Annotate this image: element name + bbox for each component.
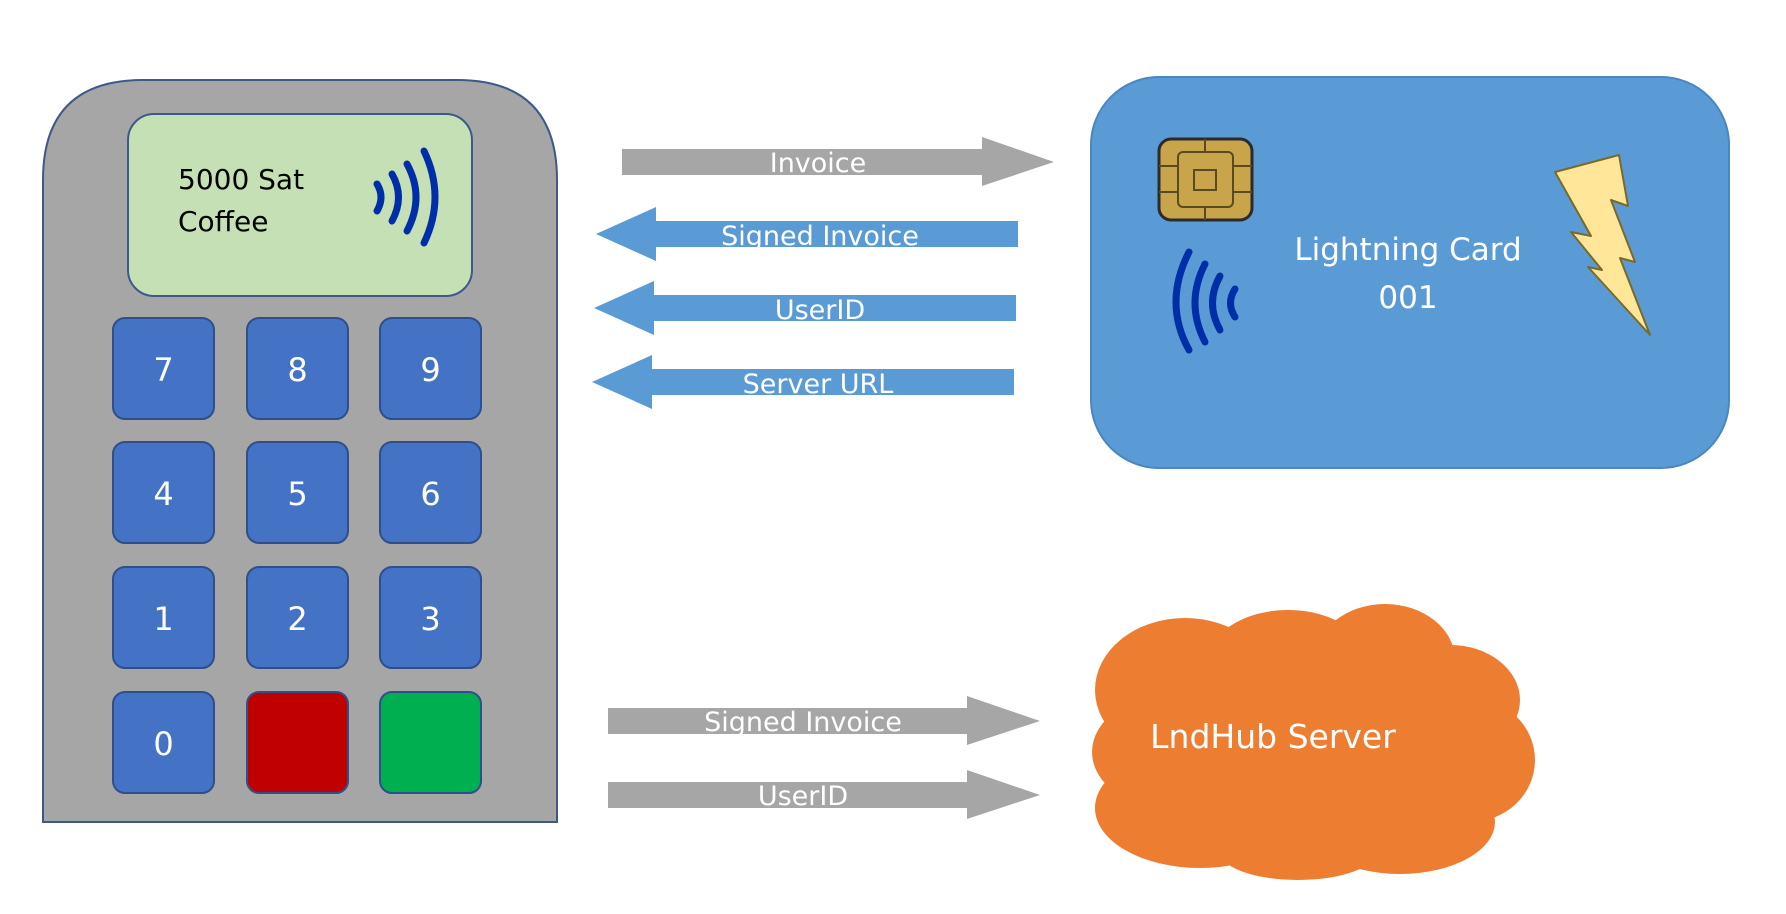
key-8-label: 8 — [287, 351, 307, 389]
arrow-invoice-label: Invoice — [770, 148, 867, 179]
key-9[interactable] — [379, 317, 482, 420]
payment-terminal: 5000 Sat Coffee 7 8 9 4 5 6 1 2 — [42, 79, 558, 823]
key-4-label: 4 — [153, 475, 173, 513]
card-number: 001 — [1378, 280, 1437, 316]
arrow-signed-invoice-back-label: Signed Invoice — [721, 221, 919, 252]
arrow-signed-invoice-server-label: Signed Invoice — [704, 707, 902, 738]
key-7-label: 7 — [153, 351, 173, 389]
arrow-server-url-label: Server URL — [743, 369, 894, 400]
key-1[interactable] — [112, 566, 215, 669]
key-4[interactable] — [112, 441, 215, 544]
lightning-bolt-icon — [1554, 154, 1651, 336]
terminal-display — [127, 113, 473, 297]
arrow-invoice-shape — [622, 137, 1054, 186]
arrow-signed-invoice-back: Signed Invoice — [596, 207, 1018, 261]
chip-icon — [1157, 137, 1254, 222]
arrow-userid-server-shape — [608, 770, 1040, 819]
key-3[interactable] — [379, 566, 482, 669]
contactless-icon — [1172, 248, 1239, 354]
arrow-invoice: Invoice — [622, 137, 1054, 186]
arrow-signed-invoice-server-shape — [608, 696, 1040, 745]
arrow-server-url: Server URL — [592, 355, 1014, 409]
display-amount: 5000 Sat — [178, 163, 304, 196]
key-2-label: 2 — [287, 600, 307, 638]
key-0-label: 0 — [153, 725, 173, 763]
key-6-label: 6 — [420, 475, 440, 513]
nfc-signal-icon — [373, 147, 439, 247]
card-title: Lightning Card — [1294, 232, 1521, 268]
arrow-server-url-shape — [592, 355, 1014, 409]
arrow-userid-back-label: UserID — [775, 295, 865, 326]
confirm-key[interactable] — [379, 691, 482, 794]
lndhub-server-cloud: LndHub Server — [1092, 604, 1535, 880]
key-5-label: 5 — [287, 475, 307, 513]
key-2[interactable] — [246, 566, 349, 669]
key-8[interactable] — [246, 317, 349, 420]
card-body — [1090, 76, 1730, 469]
cancel-key[interactable] — [246, 691, 349, 794]
arrow-userid-back: UserID — [594, 281, 1016, 335]
arrow-userid-back-shape — [594, 281, 1016, 335]
key-5[interactable] — [246, 441, 349, 544]
key-1-label: 1 — [153, 600, 173, 638]
server-label: LndHub Server — [1150, 717, 1396, 756]
keypad: 7 8 9 4 5 6 1 2 3 0 — [112, 317, 482, 794]
arrow-userid-server: UserID — [608, 770, 1040, 819]
key-7[interactable] — [112, 317, 215, 420]
display-item: Coffee — [178, 205, 268, 238]
key-3-label: 3 — [420, 600, 440, 638]
key-9-label: 9 — [420, 351, 440, 389]
key-0[interactable] — [112, 691, 215, 794]
key-6[interactable] — [379, 441, 482, 544]
lightning-card: Lightning Card 001 — [1090, 76, 1730, 469]
arrow-signed-invoice-back-shape — [596, 207, 1018, 261]
arrow-signed-invoice-server: Signed Invoice — [608, 696, 1040, 745]
arrow-userid-server-label: UserID — [758, 781, 848, 812]
